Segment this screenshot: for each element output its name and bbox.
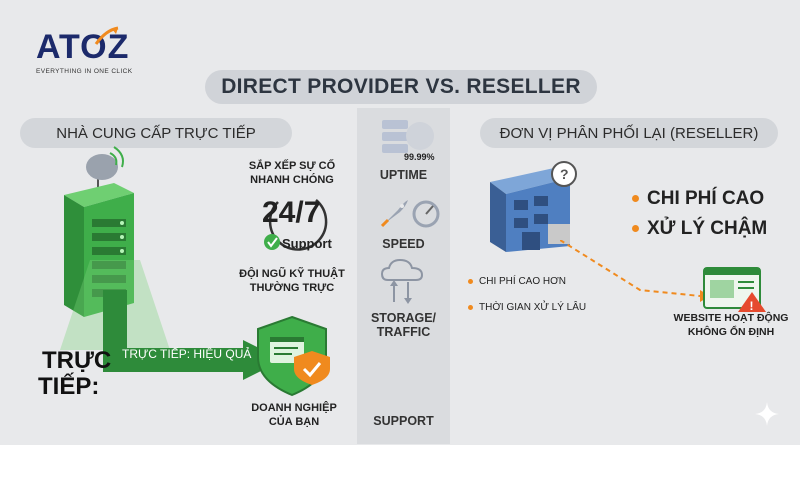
logo[interactable]: ATOZ EVERYTHING IN ONE CLICK <box>36 26 146 80</box>
small-item-2: THỜI GIAN XỬ LÝ LÂU <box>468 302 586 313</box>
cloud-transfer-icon <box>380 258 424 304</box>
sparkle-icon <box>755 402 779 426</box>
building-icon: ? <box>490 161 577 252</box>
uptime-server-icon <box>382 120 434 153</box>
main-title-pill: DIRECT PROVIDER VS. RESELLER <box>205 70 597 104</box>
support-word: Support <box>282 236 332 251</box>
reseller-header-text: ĐƠN VỊ PHÂN PHỐI LẠI (RESELLER) <box>499 124 759 142</box>
dashed-path <box>560 240 710 302</box>
storage-label-1: STORAGE/ <box>370 311 437 325</box>
bullet-dot <box>632 195 639 203</box>
team-text-1: ĐỘI NGŨ KỸ THUẬT <box>239 268 345 280</box>
svg-text:?: ? <box>560 166 569 182</box>
bullet-dot <box>468 304 473 310</box>
support-label: SUPPORT <box>373 414 434 428</box>
small-text-2: THỜI GIAN XỬ LÝ LÂU <box>479 302 587 313</box>
fix-text-2: NHANH CHÓNG <box>250 174 334 186</box>
cost-high-item: CHI PHÍ CAO <box>632 188 764 210</box>
fix-text-1: SẮP XẾP SỰ CỐ <box>248 160 336 172</box>
team-text-2: THƯỜNG TRỰC <box>249 282 335 294</box>
check-circle-icon <box>264 234 280 250</box>
storage-label-2: TRAFFIC <box>376 325 431 339</box>
speed-label: SPEED <box>382 237 425 251</box>
question-icon <box>551 161 577 187</box>
svg-text:!: ! <box>750 299 754 313</box>
warning-icon <box>738 292 766 312</box>
rocket-icon <box>380 200 440 228</box>
website-text-1: WEBSITE HOẠT ĐỘNG <box>673 312 789 324</box>
bullet-dot <box>632 225 639 233</box>
main-title: DIRECT PROVIDER VS. RESELLER <box>221 75 581 98</box>
support-big: 24/7 <box>262 196 321 229</box>
slow-item: XỬ LÝ CHẬM <box>632 218 767 240</box>
business-text-1: DOANH NGHIỆP <box>251 402 337 414</box>
uptime-value: 99.99% <box>404 152 435 162</box>
business-text-2: CỦA BẠN <box>268 416 320 428</box>
box-icon <box>548 224 570 244</box>
comparison-column <box>357 108 450 444</box>
bullet-dot <box>468 278 473 284</box>
reseller-header: ĐƠN VỊ PHÂN PHỐI LẠI (RESELLER) <box>480 118 778 148</box>
clock-24-7-icon <box>264 199 328 251</box>
logo-swoosh-icon <box>94 26 119 45</box>
broken-website-icon: ! <box>703 267 766 313</box>
small-text-1: CHI PHÍ CAO HƠN <box>479 276 566 287</box>
slow-text: XỬ LÝ CHẬM <box>647 218 768 239</box>
direct-provider-header-text: NHÀ CUNG CẤP TRỰC TIẾP <box>56 124 256 142</box>
shield-check-icon <box>257 315 330 397</box>
website-text-2: KHÔNG ỔN ĐỊNH <box>687 326 775 338</box>
direct-label-1: TRỰC <box>42 347 112 374</box>
direct-label-2: TIẾP: <box>38 373 100 400</box>
uptime-label: UPTIME <box>379 168 428 182</box>
satellite-dish-icon <box>86 154 118 180</box>
logo-text: ATOZ <box>36 28 130 66</box>
arrow-text: TRỰC TIẾP: HIỆU QUẢ <box>122 347 252 361</box>
logo-tagline: EVERYTHING IN ONE CLICK <box>36 68 133 75</box>
small-item-1: CHI PHÍ CAO HƠN <box>468 276 566 287</box>
server-icon <box>64 146 134 317</box>
cost-high-text: CHI PHÍ CAO <box>647 188 765 209</box>
direct-provider-header: NHÀ CUNG CẤP TRỰC TIẾP <box>20 118 292 148</box>
